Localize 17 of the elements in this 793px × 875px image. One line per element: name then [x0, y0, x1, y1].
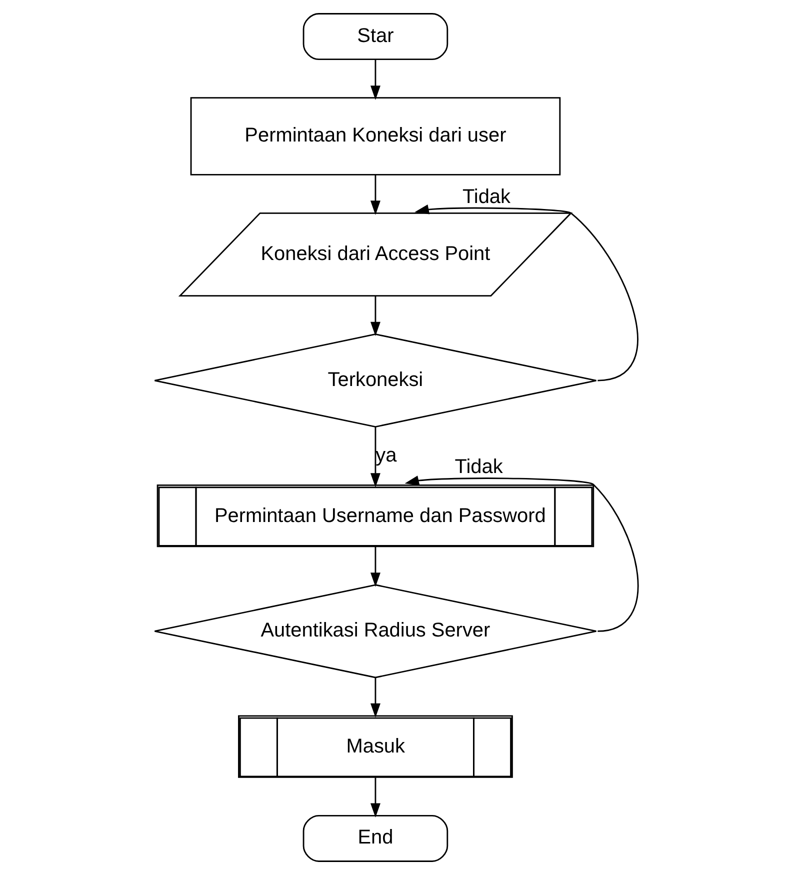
arrow — [370, 296, 380, 336]
edge-label: Tidak — [454, 456, 503, 478]
arrow — [370, 678, 380, 718]
arrow — [370, 59, 380, 100]
edge-label: Tidak — [462, 186, 510, 208]
node-box: Star — [302, 13, 448, 60]
arrow — [370, 174, 380, 215]
node-box: Permintaan Koneksi dari user — [190, 97, 561, 176]
arrow — [370, 427, 380, 488]
arrow — [370, 778, 380, 818]
edge-label: ya — [376, 444, 397, 466]
node-box: End — [302, 814, 448, 862]
arrow — [404, 476, 639, 632]
arrow — [414, 204, 638, 382]
node-diamond: Autentikasi Radius Server — [154, 584, 597, 678]
arrow — [370, 546, 380, 587]
node-diamond: Terkoneksi — [154, 334, 597, 428]
